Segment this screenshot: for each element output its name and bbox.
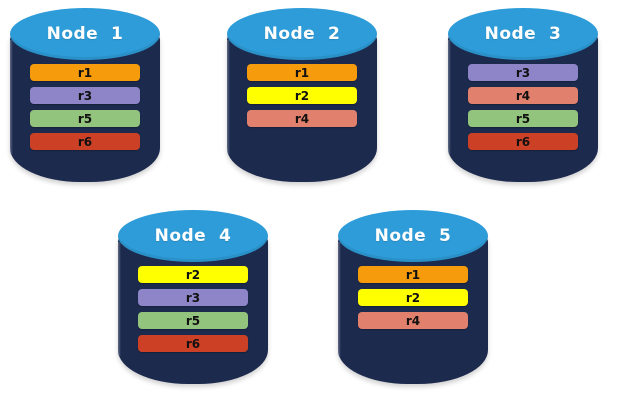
record-bar-r3[interactable]: r3: [30, 87, 140, 104]
record-bar-r2[interactable]: r2: [138, 266, 248, 283]
node-cylinder-3[interactable]: Node 3 r3 r4 r5 r6: [448, 8, 598, 188]
node-title: Node 5: [374, 226, 452, 246]
record-list: r1 r2 r4: [247, 64, 357, 127]
node-title: Node 3: [484, 24, 562, 44]
record-bar-r5[interactable]: r5: [468, 110, 578, 127]
record-bar-r1[interactable]: r1: [358, 266, 468, 283]
record-bar-r5[interactable]: r5: [138, 312, 248, 329]
record-list: r3 r4 r5 r6: [468, 64, 578, 150]
cylinder-top-ellipse: [338, 210, 488, 262]
record-list: r2 r3 r5 r6: [138, 266, 248, 352]
cylinder-top-ellipse: [118, 210, 268, 262]
node-title: Node 1: [46, 24, 124, 44]
record-bar-r6[interactable]: r6: [138, 335, 248, 352]
record-bar-r2[interactable]: r2: [247, 87, 357, 104]
cylinder-top-ellipse: [448, 8, 598, 60]
record-bar-r6[interactable]: r6: [30, 133, 140, 150]
record-bar-r4[interactable]: r4: [468, 87, 578, 104]
node-title: Node 2: [263, 24, 341, 44]
node-cylinder-2[interactable]: Node 2 r1 r2 r4: [227, 8, 377, 188]
node-cylinder-5[interactable]: Node 5 r1 r2 r4: [338, 210, 488, 390]
node-cylinder-4[interactable]: Node 4 r2 r3 r5 r6: [118, 210, 268, 390]
record-bar-r2[interactable]: r2: [358, 289, 468, 306]
record-bar-r1[interactable]: r1: [247, 64, 357, 81]
record-bar-r1[interactable]: r1: [30, 64, 140, 81]
node-cylinder-1[interactable]: Node 1 r1 r3 r5 r6: [10, 8, 160, 188]
record-list: r1 r2 r4: [358, 266, 468, 329]
record-bar-r5[interactable]: r5: [30, 110, 140, 127]
record-list: r1 r3 r5 r6: [30, 64, 140, 150]
node-title: Node 4: [154, 226, 232, 246]
record-bar-r4[interactable]: r4: [247, 110, 357, 127]
record-bar-r3[interactable]: r3: [468, 64, 578, 81]
record-bar-r6[interactable]: r6: [468, 133, 578, 150]
cylinder-top-ellipse: [227, 8, 377, 60]
record-bar-r3[interactable]: r3: [138, 289, 248, 306]
record-bar-r4[interactable]: r4: [358, 312, 468, 329]
cylinder-top-ellipse: [10, 8, 160, 60]
